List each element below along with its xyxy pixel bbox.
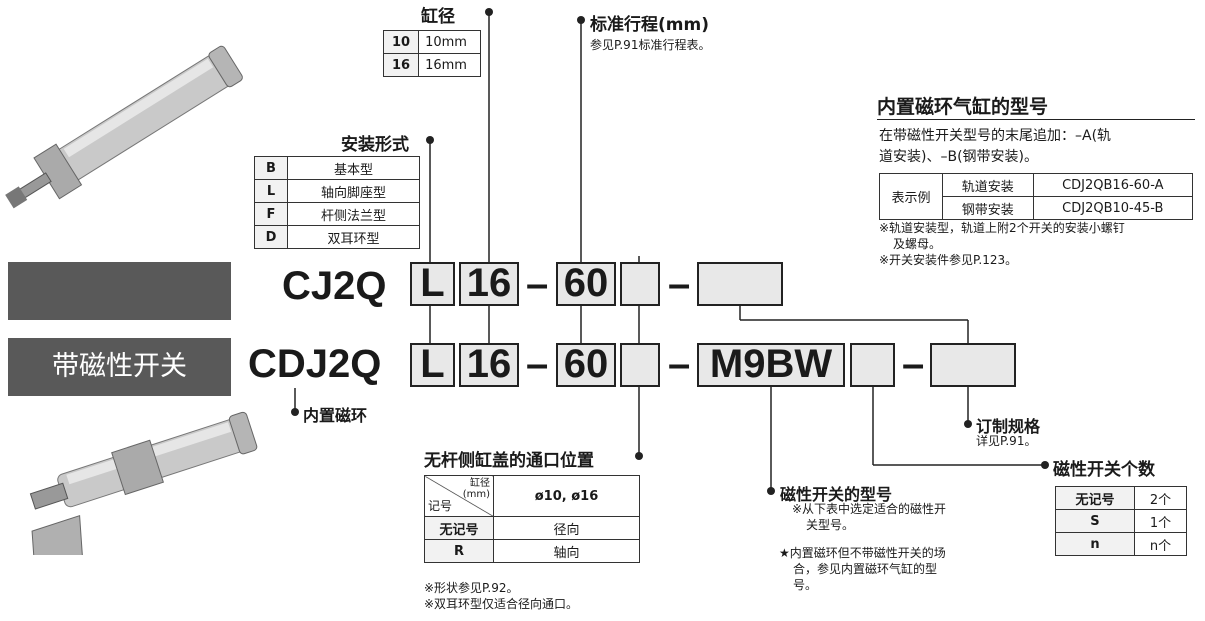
port-code: R: [424, 539, 494, 563]
stroke-note: 参见P.91标准行程表。: [590, 38, 711, 52]
custom-label: 订制规格: [976, 417, 1041, 436]
mount-desc: 基本型: [287, 156, 420, 180]
row2-port-box: [620, 343, 660, 387]
mount-desc: 杆侧法兰型: [287, 202, 420, 226]
row1-bore-box: 16: [459, 262, 519, 306]
builtin-desc-line: 在带磁性开关型号的末尾追加：–A(轨: [879, 128, 1112, 144]
cylinder-illustration-bottom: [29, 411, 258, 555]
row1-tag: [8, 262, 231, 320]
mount-label: 安装形式: [341, 135, 409, 155]
row2-custom-box: [930, 343, 1016, 387]
builtin-note: ※轨道安装型，轨道上附2个开关的安装小螺钉: [879, 221, 1125, 235]
row2-switch: M9BW: [709, 342, 833, 386]
row2-dash2: –: [668, 342, 691, 386]
row2-mount: L: [420, 342, 445, 386]
switch-model-note: 号。: [793, 578, 818, 592]
switch-model-note: ★内置磁环但不带磁性开关的场: [779, 546, 946, 560]
builtin-row-head: 表示例: [879, 173, 943, 220]
bore-label: 缸径: [421, 7, 455, 27]
builtin-type: 轨道安装: [942, 173, 1034, 197]
stroke-label: 标准行程(mm): [590, 15, 709, 35]
builtin-desc: 在带磁性开关型号的末尾追加：–A(轨 道安装)、–B(钢带安装)。: [879, 126, 1111, 168]
mount-code: F: [254, 202, 288, 226]
row1-mount: L: [420, 261, 445, 305]
row2-prefix: CDJ2Q: [248, 342, 382, 386]
bore-code: 10: [382, 30, 420, 54]
mount-code: B: [254, 156, 288, 180]
row2-dash: –: [526, 342, 549, 386]
port-notes: ※形状参见P.92。 ※双耳环型仅适合径向通口。: [424, 580, 578, 612]
builtin-table: 表示例 轨道安装 CDJ2QB16-60-A 钢带安装 CDJ2QB10-45-…: [879, 173, 1194, 220]
count-desc: n个: [1133, 532, 1188, 556]
count-desc: 2个: [1133, 486, 1188, 510]
port-note: ※双耳环型仅适合径向通口。: [424, 597, 579, 611]
mount-desc: 轴向脚座型: [287, 179, 420, 203]
builtin-model: CDJ2QB16-60-A: [1032, 173, 1194, 197]
row1-mount-box: L: [410, 262, 455, 306]
count-code: 无记号: [1055, 486, 1135, 510]
switch-model-notes: ※从下表中选定适合的磁性开 关型号。: [792, 501, 946, 533]
switch-model-note: 关型号。: [806, 518, 855, 532]
port-head-top-text: 缸径: [470, 478, 490, 489]
row1-stroke: 60: [563, 261, 609, 305]
mount-code: L: [254, 179, 288, 203]
port-head-corner: 缸径(mm) 记号: [424, 475, 494, 517]
builtin-notes: ※轨道安装型，轨道上附2个开关的安装小螺钉 及螺母。 ※开关安装件参见P.123…: [879, 220, 1125, 268]
row1-dash: –: [526, 262, 549, 306]
switch-count-label: 磁性开关个数: [1053, 460, 1155, 480]
row1-dash2: –: [668, 262, 691, 306]
bore-code: 16: [382, 53, 420, 77]
magnet-label: 内置磁环: [303, 406, 368, 425]
bore-desc: 16mm: [418, 53, 481, 77]
switch-model-notes2: ★内置磁环但不带磁性开关的场 合，参见内置磁环气缸的型 号。: [779, 545, 946, 593]
builtin-model: CDJ2QB10-45-B: [1032, 196, 1194, 220]
switch-model-note: 合，参见内置磁环气缸的型: [793, 562, 938, 576]
custom-note: 详见P.91。: [976, 434, 1037, 448]
mount-code: D: [254, 225, 288, 249]
switch-model-note: ※从下表中选定适合的磁性开: [792, 502, 947, 516]
mount-desc: 双耳环型: [287, 225, 420, 249]
count-code: S: [1055, 509, 1135, 533]
port-note: ※形状参见P.92。: [424, 581, 519, 595]
count-code: n: [1055, 532, 1135, 556]
port-head-unit: (mm): [462, 489, 490, 500]
row1-stroke-box: 60: [556, 262, 616, 306]
row2-count-box: [850, 343, 895, 387]
port-head-top: 缸径(mm): [463, 478, 490, 500]
row2-switch-box: M9BW: [697, 343, 845, 387]
port-label: 无杆侧缸盖的通口位置: [424, 451, 594, 471]
switch-model-label: 磁性开关的型号: [780, 485, 893, 504]
row1-prefix: CJ2Q: [282, 264, 387, 308]
row2-tag: 带磁性开关: [8, 338, 231, 396]
row2-stroke: 60: [563, 342, 609, 386]
builtin-note: 及螺母。: [893, 237, 942, 251]
port-code: 无记号: [424, 516, 494, 540]
builtin-title: 内置磁环气缸的型号: [877, 96, 1049, 118]
port-desc: 轴向: [493, 539, 640, 563]
port-head-val: ø10, ø16: [493, 475, 640, 517]
row2-mount-box: L: [410, 343, 455, 387]
cylinder-illustration-top: [5, 45, 243, 209]
builtin-type: 钢带安装: [942, 196, 1034, 220]
builtin-desc-line: 道安装)、–B(钢带安装)。: [879, 149, 1038, 165]
row1-custom-box: [697, 262, 783, 306]
row2-bore: 16: [466, 342, 512, 386]
row2-bore-box: 16: [459, 343, 519, 387]
row2-stroke-box: 60: [556, 343, 616, 387]
row1-port-box: [620, 262, 660, 306]
builtin-note: ※开关安装件参见P.123。: [879, 253, 1018, 267]
row2-dash3: –: [902, 342, 925, 386]
builtin-title-wrap: 内置磁环气缸的型号: [877, 92, 1195, 120]
bore-desc: 10mm: [418, 30, 481, 54]
row1-bore: 16: [466, 261, 512, 305]
port-head-side: 记号: [428, 499, 453, 513]
port-desc: 径向: [493, 516, 640, 540]
count-desc: 1个: [1133, 509, 1188, 533]
